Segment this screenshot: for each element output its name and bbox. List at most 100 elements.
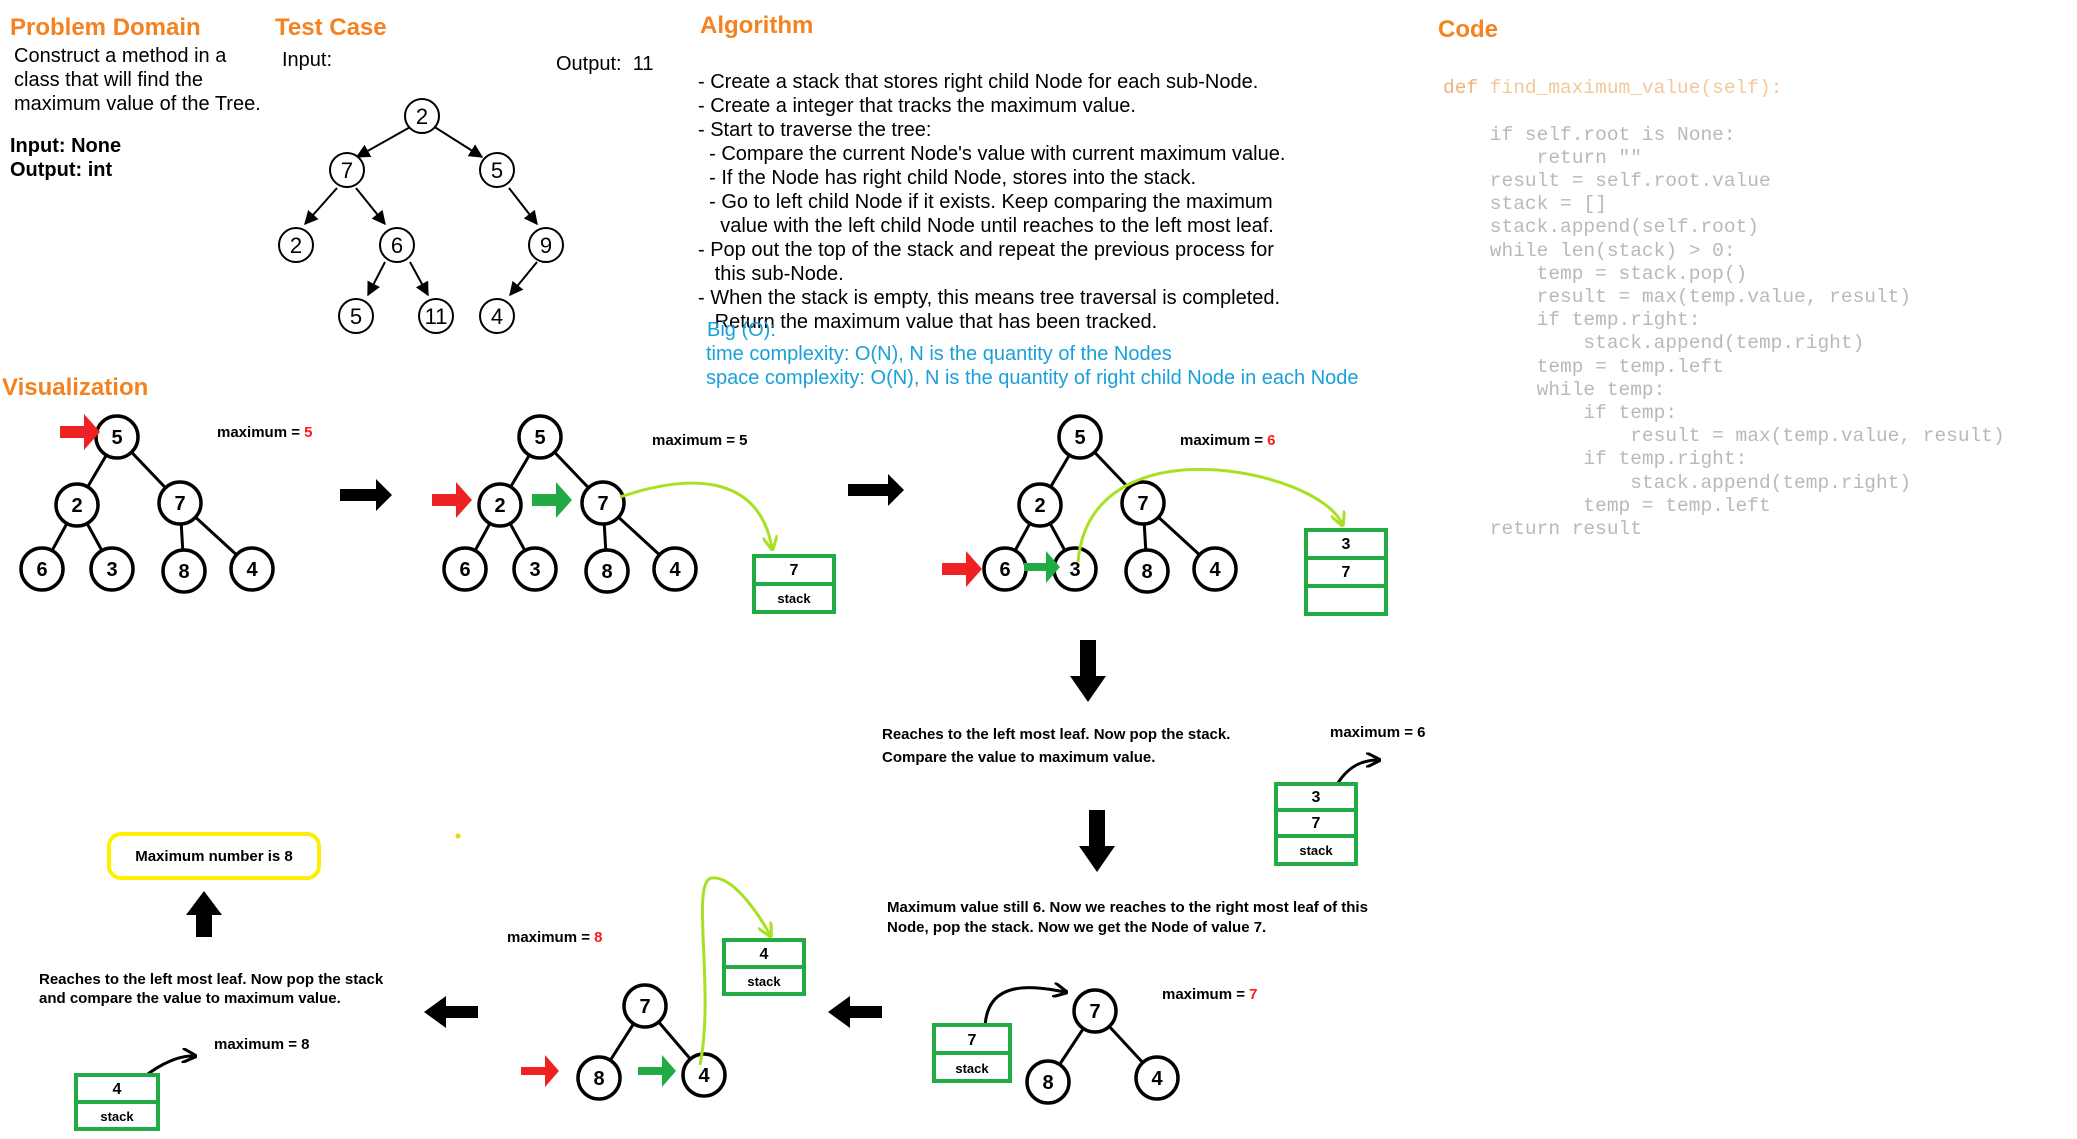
right-arrow-icon [848,474,904,506]
algorithm-heading: Algorithm [700,12,814,39]
code-line: stack = [] [1443,193,1607,216]
code-line: temp = stack.pop() [1443,262,1748,285]
algorithm-line: - Create a integer that tracks the maxim… [698,95,1136,117]
red-pointer-arrows [60,414,982,1087]
svg-text:7: 7 [639,996,650,1018]
green-curves [619,467,1342,1066]
note-left-most-leaf: Reaches to the left most leaf. Now pop t… [882,726,1231,766]
algorithm-steps: - Create a stack that stores right child… [698,46,1285,358]
stack-box: 7 stack [752,554,836,614]
svg-text:3: 3 [1342,536,1351,553]
svg-text:4: 4 [113,1081,122,1098]
algorithm-line: value with the left child Node until rea… [698,215,1274,237]
tree-node: 3 [89,546,135,592]
svg-text:2: 2 [416,104,428,129]
red-arrow-icon [942,551,982,587]
stack-box: 3 7 [1304,528,1388,616]
svg-text:9: 9 [540,233,552,258]
tree-node: 8 [576,1055,622,1101]
code-line: if temp.right: [1443,309,1701,332]
svg-text:4: 4 [1151,1068,1163,1090]
algorithm-line: - Go to left child Node if it exists. Ke… [698,191,1273,213]
code-line: return result [1443,518,1642,541]
tree-node: 7 [329,152,365,188]
tree-node: 7 [580,480,626,526]
svg-text:8: 8 [178,561,189,583]
svg-text:4: 4 [1209,559,1221,581]
stack-box: 7 stack [932,1023,1012,1083]
step5-maximum: maximum = 7 [1162,986,1258,1003]
step2-maximum: maximum = 5 [652,432,748,449]
stacks: 7 stack 3 7 3 7 stack 7 stack 4 [74,528,1388,1131]
svg-text:5: 5 [534,427,545,449]
red-arrow-icon [60,414,100,450]
svg-text:5: 5 [1074,427,1085,449]
algorithm-line: - Start to traverse the tree: [698,119,932,141]
algorithm-line: this sub-Node. [698,263,844,285]
code-line: while len(stack) > 0: [1443,239,1736,262]
step6-maximum: maximum = 8 [507,929,603,946]
note-right-most-leaf: Maximum value still 6. Now we reaches to… [887,899,1368,936]
tree-node: 4 [229,546,275,592]
tree-node: 3 [1052,546,1098,592]
svg-text:7: 7 [174,493,185,515]
up-arrow-icon [186,891,222,937]
left-arrow-icon [424,996,478,1028]
svg-text:2: 2 [71,495,82,517]
space-complexity: space complexity: O(N), N is the quantit… [706,367,1359,389]
svg-text:2: 2 [494,495,505,517]
test-case-heading: Test Case [275,14,387,41]
tree-node: 5 [479,152,515,188]
tree-node: 7 [157,480,203,526]
svg-text:3: 3 [1312,789,1321,806]
code-line: if temp.right: [1443,448,1748,471]
step4-maximum: maximum = 6 [1330,724,1426,741]
red-arrow-icon [432,482,472,518]
code-line: result = max(temp.value, result) [1443,425,2005,448]
svg-text:3: 3 [529,559,540,581]
step7-maximum: maximum = 8 [214,1036,310,1053]
time-complexity: time complexity: O(N), N is the quantity… [706,343,1172,365]
svg-text:8: 8 [1141,561,1152,583]
svg-text:3: 3 [1069,559,1080,581]
code-line: def find_maximum_value(self): [1443,77,1783,100]
test-case-nodes: 2 7 5 2 6 9 5 11 4 [278,98,564,334]
svg-text:6: 6 [999,559,1010,581]
svg-text:7: 7 [341,158,353,183]
tree-node: 8 [1025,1059,1071,1105]
code-line: stack.append(temp.right) [1443,471,1912,494]
left-arrow-icon [828,996,882,1028]
stray-dot [455,833,461,839]
svg-text:stack: stack [747,974,781,989]
code-line: result = self.root.value [1443,170,1771,193]
tree-node: 3 [512,546,558,592]
algorithm-line: - Compare the current Node's value with … [698,143,1286,165]
svg-text:2: 2 [290,233,302,258]
green-pointer-arrows [532,482,1060,1087]
black-curves [136,760,1378,1085]
step3-maximum: maximum = 6 [1180,432,1276,449]
tree-node: 4 [1134,1055,1180,1101]
algorithm-line: - When the stack is empty, this means tr… [698,287,1281,309]
down-arrow-icon [1070,640,1106,702]
svg-text:5: 5 [491,158,503,183]
green-arrow-icon [532,482,572,518]
svg-text:4: 4 [491,304,503,329]
tree-node: 8 [584,548,630,594]
algorithm-line: - Create a stack that stores right child… [698,71,1259,93]
tree-node: 4 [652,546,698,592]
result-box: Maximum number is 8 [107,832,321,880]
svg-text:4: 4 [246,559,258,581]
svg-text:stack: stack [955,1061,989,1076]
code-line: temp = temp.left [1443,494,1771,517]
red-arrow-icon [521,1055,559,1087]
code-line: while temp: [1443,378,1666,401]
tree-node: 5 [517,414,563,460]
svg-text:8: 8 [1042,1072,1053,1094]
tree-node: 2 [1017,482,1063,528]
tree-node: 8 [161,548,207,594]
visualization-heading: Visualization [2,374,149,401]
tree-node: 2 [404,98,440,134]
test-case-tree [304,125,538,297]
